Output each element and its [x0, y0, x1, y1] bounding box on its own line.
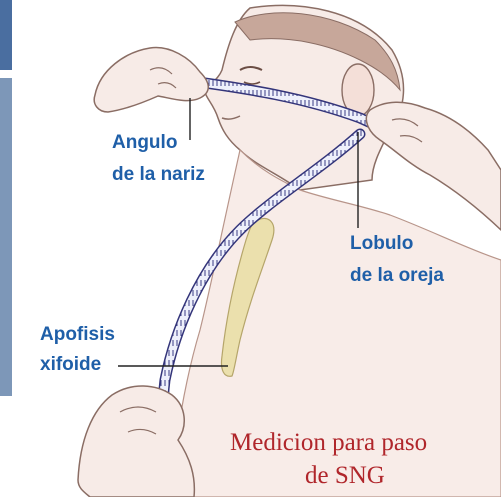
bottom-hand [78, 386, 194, 497]
caption-line1: Medicion para paso [230, 428, 427, 458]
label-earlobe-line1: Lobulo [350, 232, 413, 256]
right-hand [366, 102, 501, 230]
label-nose-angle-line1: Angulo [112, 131, 177, 155]
caption-line2: de SNG [305, 461, 385, 491]
label-xiphoid-line1: Apofisis [40, 323, 115, 347]
label-nose-angle-line2: de la nariz [112, 163, 205, 187]
label-xiphoid-line2: xifoide [40, 353, 101, 377]
left-hand [94, 48, 208, 112]
label-earlobe-line2: de la oreja [350, 264, 444, 288]
